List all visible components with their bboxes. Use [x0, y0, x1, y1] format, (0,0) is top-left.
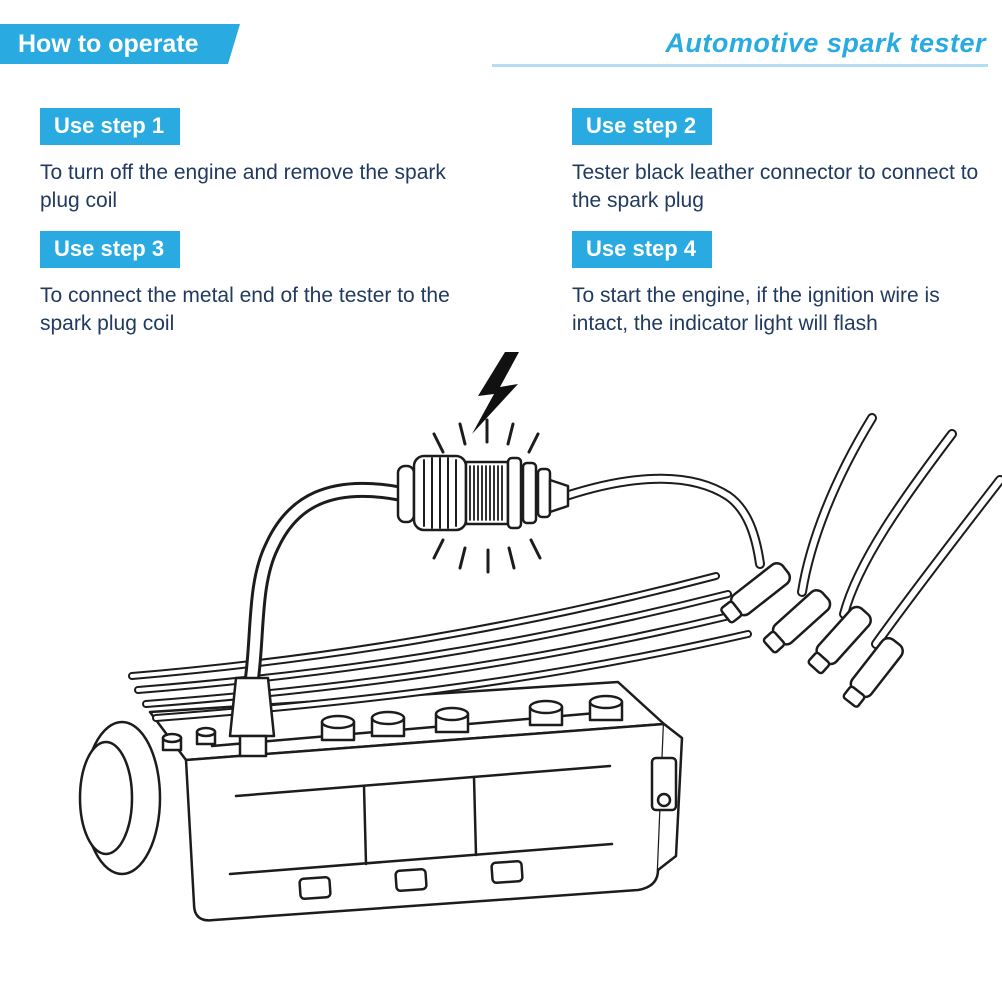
distributor-boots [720, 562, 904, 708]
spark-rays-icon [432, 418, 542, 574]
step-4-label: Use step 4 [572, 230, 713, 268]
step-2: Use step 2 Tester black leather connecto… [572, 108, 1002, 219]
step-3-description: To connect the metal end of the tester t… [40, 283, 450, 335]
title-underline [492, 64, 988, 67]
step-2-description: Tester black leather connector to connec… [572, 161, 979, 212]
product-title: Automotive spark tester [665, 28, 986, 58]
spark-tester [396, 454, 570, 532]
distributor-wires [561, 413, 1002, 649]
spark-plug-towers [161, 694, 624, 752]
step-4: Use step 4 To start the engine, if the i… [572, 230, 1002, 342]
step-4-description: To start the engine, if the ignition wir… [572, 283, 940, 335]
lightning-bolt-icon [472, 352, 519, 434]
engine-block [78, 680, 684, 922]
step-2-label: Use step 2 [572, 108, 713, 145]
steps-grid: Use step 1 To turn off the engine and re… [40, 108, 1002, 342]
tester-input-cable [228, 481, 410, 758]
step-3: Use step 3 To connect the metal end of t… [40, 230, 532, 342]
step-1-label: Use step 1 [40, 108, 181, 145]
step-1-description: To turn off the engine and remove the sp… [40, 161, 446, 212]
illustration-engine-spark-tester [78, 352, 1002, 922]
step-3-label: Use step 3 [40, 230, 181, 268]
how-to-operate-banner: How to operate [0, 24, 240, 64]
step-1: Use step 1 To turn off the engine and re… [40, 108, 532, 219]
